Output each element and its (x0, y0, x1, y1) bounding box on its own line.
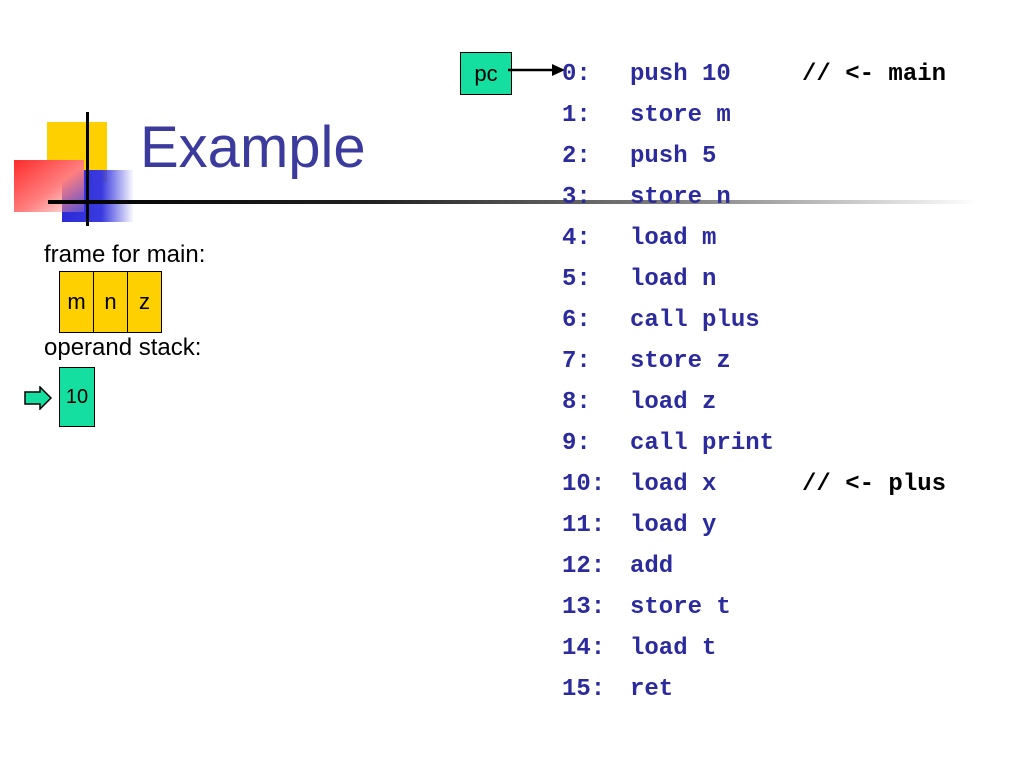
line-number: 2: (562, 143, 591, 170)
instruction: load t (630, 635, 717, 662)
operand-stack-cell: 10 (59, 367, 95, 427)
instruction: load y (630, 512, 717, 539)
frame-cell-n: n (94, 272, 128, 332)
instruction: ret (630, 676, 674, 703)
code-line-8: 8: load z (562, 382, 774, 423)
slide-title: Example (140, 115, 366, 180)
instruction: push 10 (630, 61, 731, 88)
instruction: call plus (630, 307, 760, 334)
line-number: 12: (562, 553, 606, 580)
instruction: store z (630, 348, 731, 375)
line-number: 4: (562, 225, 591, 252)
title-underline (48, 200, 978, 204)
line-number: 13: (562, 594, 606, 621)
code-line-6: 6: call plus (562, 300, 774, 341)
instruction: load z (630, 389, 717, 416)
frame-cell-m: m (60, 272, 94, 332)
instruction: call print (630, 430, 775, 457)
comment-main: // <- main (802, 61, 947, 88)
logo-vertical-line (86, 112, 89, 226)
code-line-11: 11: load y (562, 505, 774, 546)
operand-stack-label: operand stack: (44, 334, 202, 361)
line-number: 14: (562, 635, 606, 662)
instruction: load n (630, 266, 717, 293)
comment-plus: // <- plus (802, 471, 947, 498)
code-line-12: 12: add (562, 546, 774, 587)
code-line-1: 1: store m (562, 95, 774, 136)
code-line-3: 3: store n (562, 177, 774, 218)
instruction: store n (630, 184, 731, 211)
instruction: add (630, 553, 674, 580)
line-number: 10: (562, 471, 606, 498)
line-number: 0: (562, 61, 591, 88)
line-number: 9: (562, 430, 591, 457)
instruction: store m (630, 102, 731, 129)
instruction: push 5 (630, 143, 717, 170)
right-arrow-icon (24, 386, 52, 410)
frame-cell-z: z (128, 272, 161, 332)
code-line-14: 14: load t (562, 628, 774, 669)
line-number: 8: (562, 389, 591, 416)
line-number: 1: (562, 102, 591, 129)
line-number: 7: (562, 348, 591, 375)
code-listing: 0: push 10 // <- main 1: store m 2: push 5 3… (562, 54, 946, 710)
instruction: store t (630, 594, 731, 621)
code-line-9: 9: call print (562, 423, 774, 464)
code-line-13: 13: store t (562, 587, 774, 628)
logo-red-square (14, 160, 84, 212)
arrow-right-icon (508, 64, 565, 76)
line-number: 15: (562, 676, 606, 703)
frame-box: m n z (59, 271, 162, 333)
code-line-7: 7: store z (562, 341, 774, 382)
line-number: 11: (562, 512, 606, 539)
instruction: load x (630, 471, 717, 498)
code-line-0: 0: push 10 // <- main (562, 54, 946, 95)
line-number: 6: (562, 307, 591, 334)
line-number: 5: (562, 266, 591, 293)
instruction: load m (630, 225, 717, 252)
code-line-15: 15: ret (562, 669, 774, 710)
code-line-5: 5: load n (562, 259, 774, 300)
code-line-2: 2: push 5 (562, 136, 774, 177)
frame-label: frame for main: (44, 241, 206, 268)
pc-box: pc (460, 52, 512, 95)
line-number: 3: (562, 184, 591, 211)
code-line-4: 4: load m (562, 218, 774, 259)
code-line-10: 10: load x // <- plus (562, 464, 946, 505)
